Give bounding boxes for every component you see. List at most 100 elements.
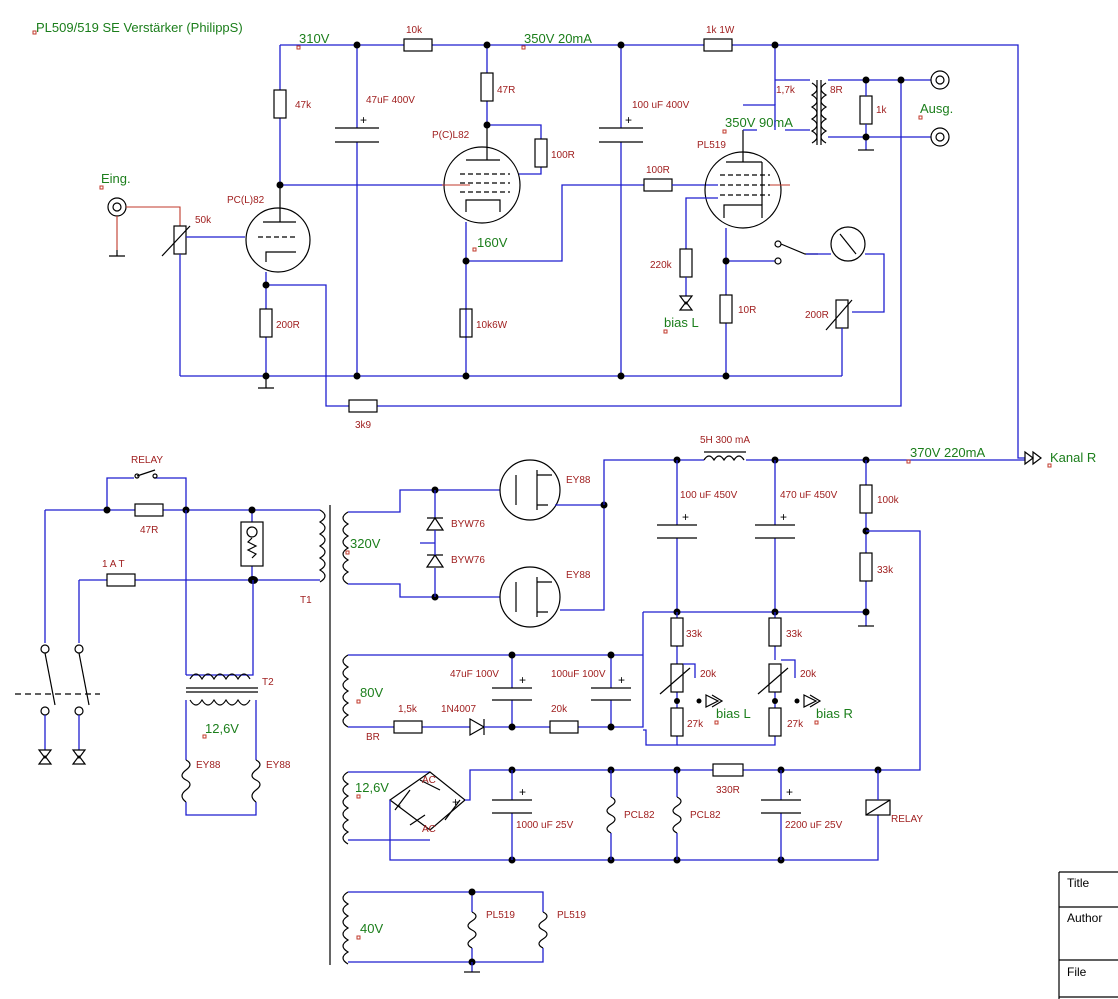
net-bias-l-tube: bias L [664, 315, 699, 330]
label-relay-coil: RELAY [891, 814, 923, 825]
resistor-20k [549, 720, 579, 734]
meter-icon [830, 226, 866, 262]
label-27k-a: 27k [687, 719, 704, 730]
net-80v: 80V [360, 685, 383, 700]
label-200r: 200R [276, 320, 300, 331]
tube-ey88-b [499, 566, 561, 628]
label-33k-a: 33k [686, 629, 703, 640]
label-minus: - [397, 798, 401, 812]
net-bias-r: bias R [816, 706, 853, 721]
svg-text:+: + [618, 673, 625, 687]
label-1n4007: 1N4007 [441, 704, 476, 715]
label-10k: 10k [406, 25, 423, 36]
label-fuse: 1 A T [102, 559, 125, 570]
output-transformer-primary [810, 82, 818, 144]
label-ac-2: AC [422, 824, 436, 835]
resistor-47k [273, 89, 287, 119]
resistor-100r-grid [643, 178, 673, 192]
label-100uf-450v: 100 uF 450V [680, 490, 738, 501]
diagram-title: PL509/519 SE Verstärker (PhilippS) [36, 20, 243, 35]
label-byw76-b: BYW76 [451, 555, 485, 566]
label-ey88-a: EY88 [566, 475, 591, 486]
tube-pl519 [704, 151, 782, 229]
label-100uf: 100 uF 400V [632, 100, 690, 111]
label-t2: T2 [262, 677, 274, 688]
titleblock-author: Author [1067, 911, 1102, 925]
net-ausg: Ausg. [920, 101, 953, 116]
net-350v-90ma: 350V 90mA [725, 115, 793, 130]
label-47k: 47k [295, 100, 312, 111]
label-byw76-a: BYW76 [451, 519, 485, 530]
power-supply: RELAY 47R 1 A T T2 12,6V EY88 [15, 435, 1096, 973]
label-pcl82-heater-b: PCL82 [690, 810, 721, 821]
resistor-10r [719, 294, 733, 324]
label-pcl82-heater-a: PCL82 [624, 810, 655, 821]
label-pcl82-triode: PC(L)82 [227, 195, 265, 206]
label-pcl82: P(C)L82 [432, 130, 470, 141]
label-100uf-100v: 100uF 100V [551, 669, 606, 680]
input-jack [107, 197, 127, 217]
resistor-10k [403, 38, 433, 52]
resistor-3k9 [348, 399, 378, 413]
tube-ey88-a [499, 459, 561, 521]
label-100r-grid: 100R [646, 165, 670, 176]
potentiometer-200r [835, 299, 849, 329]
titleblock-file: File [1067, 965, 1087, 979]
label-1-5k: 1,5k [398, 704, 418, 715]
resistor-47r-mains [134, 503, 164, 517]
resistor-220k [679, 248, 693, 278]
tube-pcl82-triode [245, 207, 311, 273]
label-3k9: 3k9 [355, 420, 372, 431]
label-1k: 1k [876, 105, 888, 116]
label-8r: 8R [830, 85, 843, 96]
net-40v: 40V [360, 921, 383, 936]
label-1-7k: 1,7k [776, 85, 796, 96]
label-choke: 5H 300 mA [700, 435, 750, 446]
label-47uf-100v: 47uF 100V [450, 669, 499, 680]
net-eing: Eing. [101, 171, 131, 186]
net-370v-220ma: 370V 220mA [910, 445, 985, 460]
svg-text:+: + [786, 785, 793, 799]
label-pl519: PL519 [697, 140, 726, 151]
glow-lamp [240, 521, 264, 567]
svg-text:+: + [360, 113, 367, 127]
svg-text:+: + [519, 673, 526, 687]
label-ey88-heater-a: EY88 [196, 760, 221, 771]
label-47r-mains: 47R [140, 525, 158, 536]
label-470uf-450v: 470 uF 450V [780, 490, 838, 501]
label-100k: 100k [877, 495, 900, 506]
net-12-6v-a: 12,6V [205, 721, 239, 736]
heater-ey88-b [251, 759, 261, 803]
label-220k: 220k [650, 260, 673, 271]
label-20k: 20k [551, 704, 568, 715]
net-kanal-r: Kanal R [1050, 450, 1096, 465]
label-47uf: 47uF 400V [366, 95, 415, 106]
resistor-27k-a [670, 707, 684, 737]
svg-text:+: + [519, 785, 526, 799]
output-jack-hot [930, 70, 950, 90]
output-jack-ground [930, 127, 950, 147]
resistor-47r [480, 72, 494, 102]
resistor-33k [859, 552, 873, 582]
net-310v: 310V [299, 31, 330, 46]
label-pl519-heater-b: PL519 [557, 910, 586, 921]
resistor-1-5k [393, 720, 423, 734]
diode-1n4007 [469, 717, 486, 737]
label-10k6w: 10k6W [476, 320, 508, 331]
net-320v: 320V [350, 536, 381, 551]
label-100r: 100R [551, 150, 575, 161]
resistor-330r [712, 763, 744, 777]
net-160v: 160V [477, 235, 508, 250]
label-1k1w: 1k 1W [706, 25, 735, 36]
svg-text:+: + [682, 510, 689, 524]
label-33k: 33k [877, 565, 894, 576]
label-2200uf: 2200 uF 25V [785, 820, 843, 831]
label-1000uf: 1000 uF 25V [516, 820, 574, 831]
label-10r: 10R [738, 305, 756, 316]
resistor-10k6w [459, 308, 473, 338]
resistor-1k-load [859, 95, 873, 125]
label-33k-b: 33k [786, 629, 803, 640]
choke-5h [703, 455, 745, 462]
titleblock-title: Title [1067, 876, 1090, 890]
label-330r: 330R [716, 785, 740, 796]
